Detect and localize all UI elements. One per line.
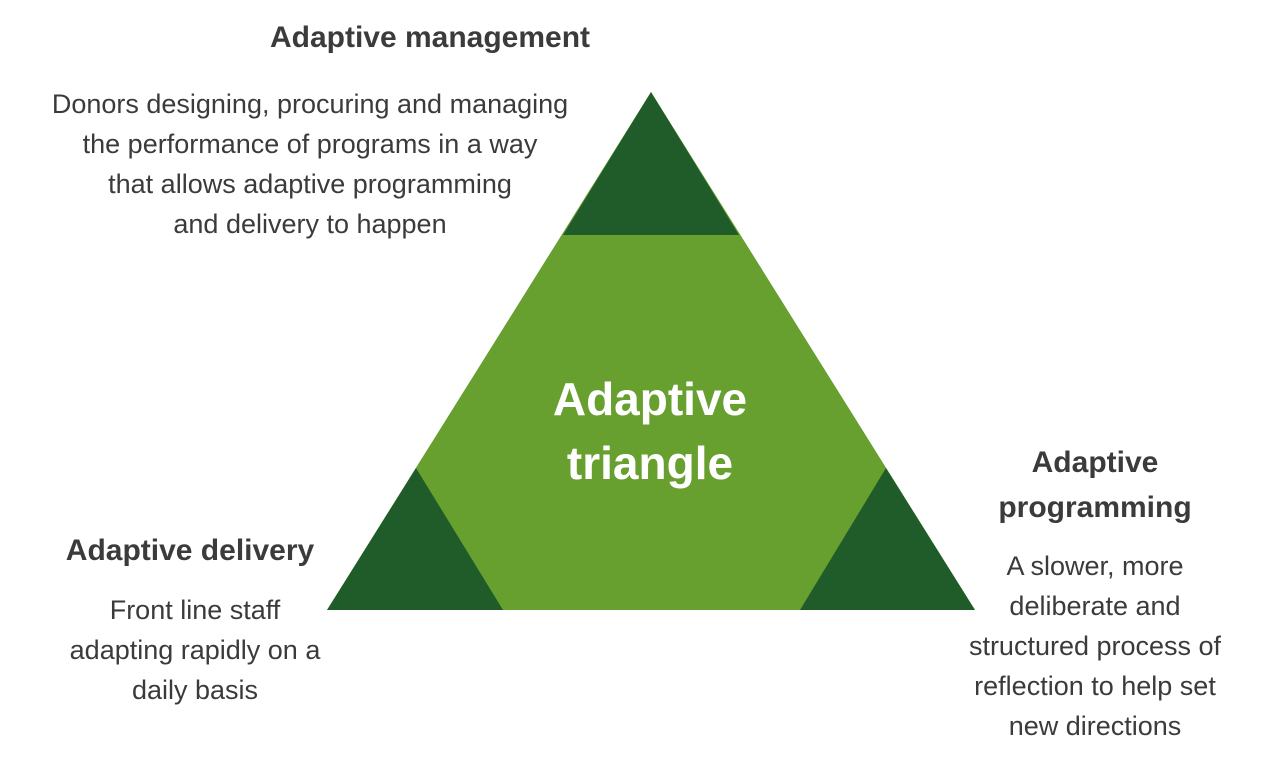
center-label-line: triangle bbox=[566, 437, 734, 489]
top-description-line: the performance of programs in a way bbox=[82, 129, 538, 159]
top-description: Donors designing, procuring and managing… bbox=[0, 84, 620, 244]
left-description-line: adapting rapidly on a bbox=[69, 635, 321, 665]
center-label: Adaptive triangle bbox=[450, 367, 850, 495]
center-label-line: Adaptive bbox=[552, 373, 748, 425]
right-heading: Adaptive programming bbox=[960, 440, 1230, 530]
triangle-center-segment bbox=[327, 92, 975, 610]
right-heading-line: programming bbox=[998, 491, 1192, 524]
top-description-line: that allows adaptive programming bbox=[108, 169, 512, 199]
right-description-line: reflection to help set bbox=[974, 671, 1216, 701]
left-description-line: Front line staff bbox=[109, 595, 281, 625]
right-heading-line: Adaptive bbox=[1031, 446, 1159, 479]
right-description-line: A slower, more bbox=[1006, 551, 1184, 581]
right-description-line: deliberate and bbox=[1009, 591, 1181, 621]
top-description-line: and delivery to happen bbox=[173, 209, 447, 239]
top-description-line: Donors designing, procuring and managing bbox=[51, 89, 569, 119]
right-description: A slower, more deliberate and structured… bbox=[945, 546, 1245, 746]
triangle-left-corner bbox=[327, 468, 503, 610]
right-description-line: new directions bbox=[1008, 711, 1182, 741]
left-description-line: daily basis bbox=[131, 675, 259, 705]
right-description-line: structured process of bbox=[968, 631, 1222, 661]
left-heading: Adaptive delivery bbox=[65, 534, 315, 567]
triangle-right-corner bbox=[800, 468, 975, 610]
triangle-top-corner bbox=[563, 92, 739, 235]
top-heading: Adaptive management bbox=[269, 21, 591, 54]
left-description: Front line staff adapting rapidly on a d… bbox=[30, 590, 360, 710]
